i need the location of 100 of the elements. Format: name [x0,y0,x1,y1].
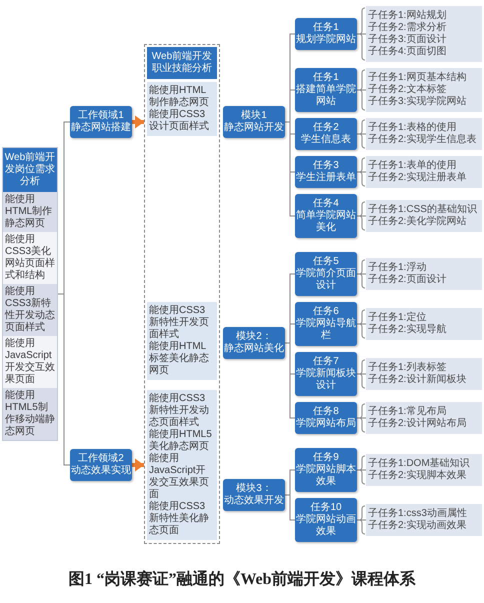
task-label: 任务8 [313,406,339,418]
subtask-panel [366,504,482,536]
task-label: 任务9 [313,452,339,464]
task-box [295,498,357,542]
connector-line [284,122,296,216]
task-box [295,118,357,150]
subtask-item: 子任务1:CSS的基础知识 [368,204,477,216]
module-name: 静态网站美化 [224,343,284,355]
task-name: 学生注册表单 [296,172,356,184]
subtask-item: 子任务2:实现动画效果 [368,520,466,532]
module-box [223,327,285,359]
skill-item: 能使用CSS3新特性开发动态页面样式 [149,393,210,428]
task-box [295,156,357,188]
skill-block [147,82,217,136]
subtask-panel [366,118,482,150]
task-name: 规划学院网站 [296,34,356,46]
skill-item: 能使用JavaScript开发交互效果页面 [149,453,210,500]
subtask-item: 子任务1:网站规划 [368,10,446,22]
subtask-panel [366,6,482,62]
subtask-item: 子任务1:表单的使用 [368,160,456,172]
work-area-box [70,449,132,481]
task-box [295,252,357,296]
subtask-item: 子任务2:设计新闻板块 [368,374,466,386]
subtask-item: 子任务2:设计网站布局 [368,418,466,430]
connector-line [58,294,70,466]
work-area-name: 动态效果实现 [71,465,131,477]
requirement-item: 能使用HTML5制作移动端静态网页 [3,388,57,440]
subtask-panel [366,358,482,390]
task-name: 学生信息表 [301,134,351,146]
module-label: 模块3： [236,483,272,494]
subtask-item: 子任务1:网页基本结构 [368,72,466,84]
subtask-panel [366,156,482,188]
skill-item: 能使用CSS3设计页面样式 [149,109,210,133]
subtask-item: 子任务2:实现导航 [368,324,446,336]
arrow [132,460,144,470]
task-label: 任务1 [313,22,339,34]
subtask-item: 子任务4:页面切图 [368,46,446,58]
subtask-item: 子任务3:页面设计 [368,34,446,46]
subtask-item: 子任务1:列表标签 [368,362,446,374]
work-area-label: 工作领域1 [78,110,124,122]
subtask-item: 子任务2:页面设计 [368,274,446,286]
dashed-frame [144,44,220,544]
connector-line [284,342,296,418]
subtask-item: 子任务2:实现注册表单 [368,172,466,184]
task-label: 任务1 [313,72,339,84]
task-name: 简单学院网站美化 [295,210,357,234]
skill-block [147,390,217,540]
skill-item: 能使用CSS3新特性美化静态页面 [149,501,210,537]
subtask-panel [366,200,482,232]
subtask-item: 子任务1:定位 [368,312,426,324]
arrow [132,118,144,126]
subtask-item: 子任务2:需求分析 [368,22,446,34]
subtask-panel [366,402,482,434]
task-name: 搭建简单学院网站 [295,84,357,108]
work-area-box [70,106,132,138]
task-label: 任务3 [313,160,339,172]
module-name: 静态网站开发 [224,122,284,134]
connector-line [284,494,296,520]
column-title: Web前端开发职业技能分析 [150,51,214,75]
task-name: 学院新闻板块设计 [295,368,357,392]
module-label: 模块1 [241,110,267,122]
subtask-item: 子任务1:DOM基础知识 [368,458,470,470]
requirements-table [2,147,58,441]
task-label: 任务7 [313,356,339,368]
work-area-label: 工作领域2 [78,453,124,464]
task-label: 任务4 [313,198,339,210]
skill-item: 能使用HTML制作静态网页 [149,85,210,108]
requirement-item: 能使用HTML制作静态网页 [3,192,57,232]
subtask-item: 子任务1:表格的使用 [368,122,456,134]
task-label: 任务2 [313,122,339,134]
module-box [223,106,285,138]
task-name: 学院网站脚本效果 [295,464,357,488]
skill-item: 能使用HTML5美化静态网页 [149,429,213,452]
task-name: 学院简介页面设计 [295,268,357,292]
subtask-item: 子任务2:实现学生信息表 [368,134,476,146]
figure-caption: 图1 “岗课赛证”融通的《Web前端开发》课程体系 [68,570,416,590]
task-name: 学院网站布局 [296,418,356,430]
task-box [295,352,357,396]
subtask-panel [366,454,482,486]
task-box [295,194,357,238]
subtask-item: 子任务1:浮动 [368,262,426,274]
subtask-panel [366,68,482,112]
table-header: Web前端开发岗位需求分析 [3,148,57,192]
task-box [295,18,357,50]
subtask-item: 子任务2:实现脚本效果 [368,470,466,482]
task-label: 任务10 [310,502,342,514]
subtask-item: 子任务2:美化学院网站 [368,216,466,228]
skill-item: 能使用CSS3新特性开发页面样式 [149,305,210,340]
module-label: 模块2： [236,331,272,342]
subtask-item: 子任务1:常见布局 [368,406,446,418]
task-box [295,68,357,112]
task-box [295,402,357,434]
skill-item: 能使用HTML标签美化静态网页 [149,341,210,377]
subtask-item: 子任务2:文本标签 [368,84,446,96]
task-box [295,302,357,346]
subtask-item: 子任务3:实现学院网站 [368,96,466,108]
subtask-item: 子任务1:css3动画属性 [368,508,467,520]
requirement-item: 能使用CSS3新特性开发动态页面样式 [3,284,57,336]
work-area-name: 静态网站搭建 [71,122,131,134]
module-box [223,479,285,511]
